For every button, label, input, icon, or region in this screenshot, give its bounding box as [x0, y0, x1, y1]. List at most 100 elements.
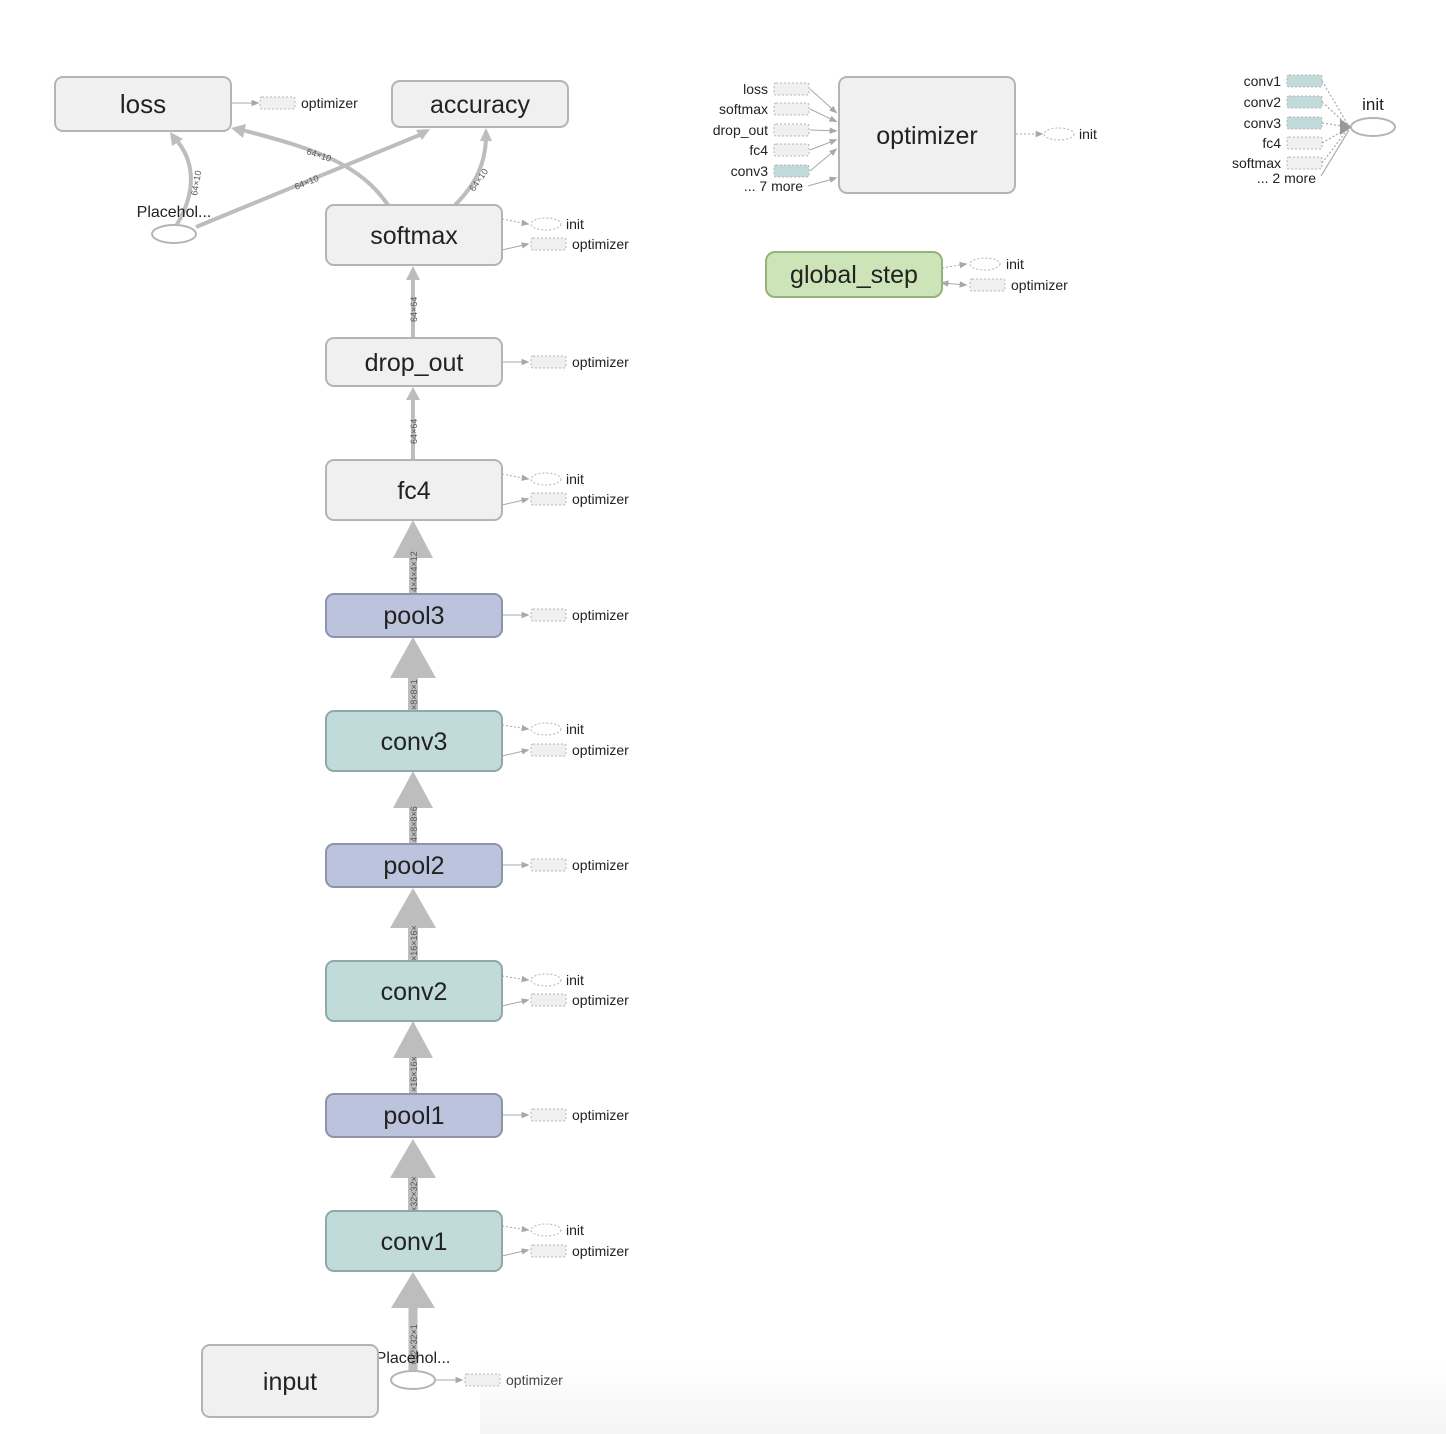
- node-drop-out-label: drop_out: [365, 349, 464, 377]
- optimizer-input-label: loss: [743, 81, 768, 97]
- edge-label: 4×8×8×6: [409, 806, 419, 842]
- edge-softmax-loss: [241, 128, 390, 207]
- init-stub[interactable]: [1043, 127, 1075, 141]
- optimizer-stub[interactable]: [530, 993, 567, 1007]
- optimizer-input-stub[interactable]: [773, 123, 810, 137]
- init-stub[interactable]: [530, 217, 562, 231]
- edge-label: 64×10: [305, 146, 332, 163]
- node-optimizer[interactable]: optimizer: [838, 76, 1016, 194]
- aux-label-optimizer: optimizer: [572, 491, 629, 507]
- optimizer-stub[interactable]: [530, 1108, 567, 1122]
- init-input-edge: [1320, 129, 1350, 177]
- aux-label-optimizer: optimizer: [572, 1243, 629, 1259]
- optimizer-input-edge: [809, 88, 838, 114]
- optimizer-input-label: ... 7 more: [744, 178, 803, 194]
- init-input-stub[interactable]: [1286, 116, 1323, 130]
- optimizer-stub[interactable]: [530, 237, 567, 251]
- aux-label-optimizer: optimizer: [1011, 277, 1068, 293]
- init-input-stub[interactable]: [1286, 156, 1323, 170]
- placeholder-top-label: Placehol...: [137, 204, 212, 221]
- node-input-label: input: [263, 1368, 317, 1396]
- optimizer-input-stub[interactable]: [773, 164, 810, 178]
- optimizer-stub[interactable]: [530, 858, 567, 872]
- init-stub[interactable]: [969, 257, 1001, 271]
- init-input-label: conv2: [1244, 94, 1282, 110]
- edge-label: 64×64: [409, 419, 419, 444]
- optimizer-stub[interactable]: [464, 1373, 501, 1387]
- optimizer-stub[interactable]: [530, 355, 567, 369]
- optimizer-input-edge: [809, 139, 838, 151]
- edge-label: ×8×8×1: [409, 679, 419, 710]
- aux-label-init: init: [566, 216, 584, 232]
- optimizer-stub[interactable]: [530, 743, 567, 757]
- edge-label: 4×4×4×12: [409, 551, 419, 592]
- node-pool1[interactable]: pool1: [325, 1093, 503, 1138]
- aux-label-init: init: [566, 972, 584, 988]
- node-conv3[interactable]: conv3: [325, 710, 503, 772]
- node-pool2-label: pool2: [383, 852, 444, 880]
- aux-label-optimizer: optimizer: [572, 992, 629, 1008]
- init-input-label: conv1: [1244, 73, 1282, 89]
- edge-placeholder-accuracy: [195, 132, 423, 229]
- aux-label-optimizer: optimizer: [572, 1107, 629, 1123]
- edge-placeholder-loss: [174, 140, 193, 228]
- init-input-stub[interactable]: [1286, 74, 1323, 88]
- init-stub[interactable]: [530, 1223, 562, 1237]
- node-global-step[interactable]: global_step: [765, 251, 943, 298]
- node-conv1-label: conv1: [381, 1228, 448, 1256]
- node-loss[interactable]: loss: [54, 76, 232, 132]
- edge-label: ×32×32×1: [409, 1324, 419, 1365]
- optimizer-input-label: softmax: [719, 101, 768, 117]
- edge-label: 64×10: [293, 173, 320, 192]
- node-loss-label: loss: [120, 89, 166, 119]
- init-input-label: ... 2 more: [1257, 170, 1316, 186]
- node-input[interactable]: input: [201, 1344, 379, 1418]
- init-stub[interactable]: [530, 722, 562, 736]
- optimizer-stub[interactable]: [969, 278, 1006, 292]
- node-softmax-label: softmax: [370, 222, 458, 250]
- node-pool3-label: pool3: [383, 602, 444, 630]
- node-optimizer-label: optimizer: [876, 122, 977, 150]
- node-init-label: init: [1362, 95, 1384, 114]
- node-accuracy-label: accuracy: [430, 91, 531, 119]
- node-conv2[interactable]: conv2: [325, 960, 503, 1022]
- init-stub[interactable]: [530, 472, 562, 486]
- optimizer-input-stub[interactable]: [773, 143, 810, 157]
- aux-label-init: init: [566, 471, 584, 487]
- node-pool1-label: pool1: [383, 1102, 444, 1130]
- optimizer-input-label: conv3: [731, 163, 769, 179]
- node-pool3[interactable]: pool3: [325, 593, 503, 638]
- edge-label: ×16×16×: [409, 925, 419, 961]
- node-init[interactable]: init: [1350, 95, 1396, 137]
- node-conv1[interactable]: conv1: [325, 1210, 503, 1272]
- node-accuracy[interactable]: accuracy: [391, 80, 569, 128]
- node-softmax[interactable]: softmax: [325, 204, 503, 266]
- node-fc4[interactable]: fc4: [325, 459, 503, 521]
- init-input-stub[interactable]: [1286, 136, 1323, 150]
- aux-label-optimizer: optimizer: [506, 1372, 563, 1388]
- node-drop-out[interactable]: drop_out: [325, 337, 503, 387]
- aux-stub-edges: [231, 99, 1044, 1384]
- optimizer-stub[interactable]: [530, 492, 567, 506]
- node-pool2[interactable]: pool2: [325, 843, 503, 888]
- optimizer-input-stub[interactable]: [773, 82, 810, 96]
- edge-label: 64×10: [467, 167, 490, 193]
- aux-label-optimizer: optimizer: [572, 354, 629, 370]
- optimizer-stub[interactable]: [259, 96, 296, 110]
- placeholder-bottom[interactable]: Placehol...: [376, 1350, 451, 1390]
- init-input-stub[interactable]: [1286, 95, 1323, 109]
- edge-label: 64×10: [189, 170, 203, 197]
- node-fc4-label: fc4: [397, 477, 430, 505]
- optimizer-stub[interactable]: [530, 608, 567, 622]
- optimizer-input-label: drop_out: [713, 122, 768, 138]
- optimizer-input-stub[interactable]: [773, 102, 810, 116]
- init-stub[interactable]: [530, 973, 562, 987]
- optimizer-stub[interactable]: [530, 1244, 567, 1258]
- optimizer-input-edge: [809, 108, 838, 123]
- optimizer-input-label: fc4: [749, 142, 768, 158]
- init-input-label: fc4: [1262, 135, 1281, 151]
- edge-softmax-accuracy: [453, 137, 488, 207]
- placeholder-top[interactable]: Placehol...: [137, 204, 212, 244]
